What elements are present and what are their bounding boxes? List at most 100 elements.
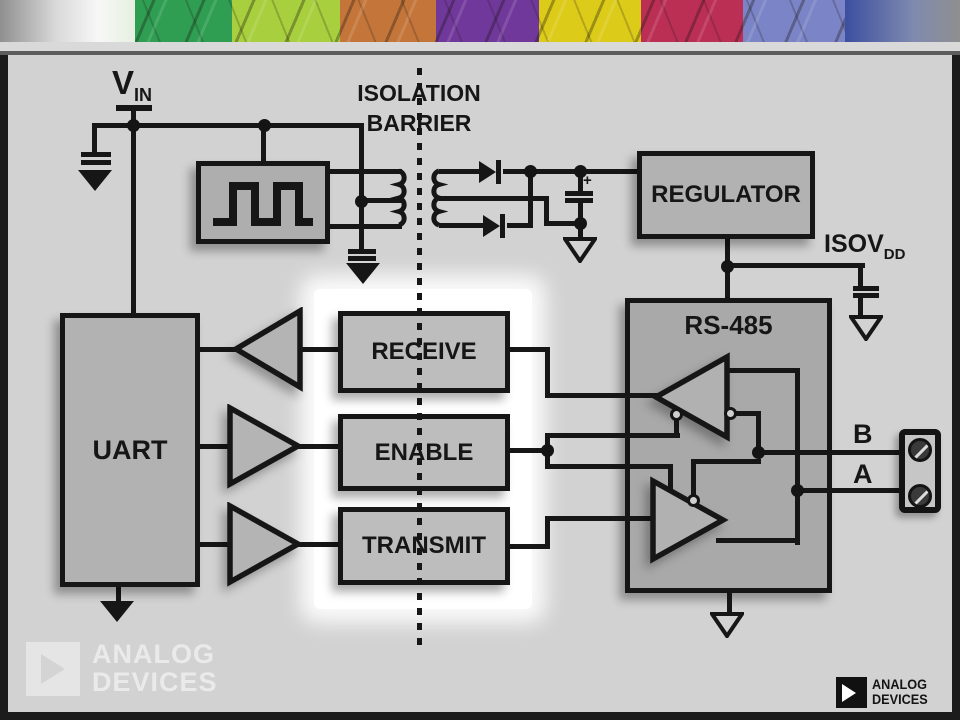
wire-segment [439,196,549,201]
junction-dot [524,165,537,178]
inverter-bubble-icon [670,408,683,421]
vin-pin-tick [116,105,152,111]
wire-segment [330,224,402,229]
wire-segment [727,593,732,613]
iso-ground-icon [563,237,597,263]
frame-left [0,55,8,720]
junction-dot [574,165,587,178]
wire-segment [439,223,487,228]
wire-segment [545,516,659,521]
wire-segment [359,123,364,251]
oscillator-block [196,161,330,244]
wire-segment [795,368,800,545]
junction-dot [574,217,587,230]
isolation-barrier-line1: ISOLATION [357,80,481,106]
wire-segment [200,542,234,547]
wire-segment [510,347,550,352]
inverter-bubble-icon [687,494,700,507]
receive-buffer-amplifier [230,307,303,392]
wire-segment [545,433,680,438]
wire-segment [578,223,583,239]
wire-segment [92,123,364,128]
transmit-block: TRANSMIT [338,507,510,585]
wire-segment [507,223,532,228]
wire-segment [545,349,550,397]
wire-segment [92,123,97,155]
enable-buffer-amplifier [227,404,304,489]
watermark-line1: ANALOG [92,639,215,669]
wire-segment [298,347,340,352]
isolation-barrier-line2: BARRIER [366,110,472,137]
wire-segment [691,459,696,497]
isovdd-capacitor-icon [853,286,879,291]
wire-segment [756,411,761,453]
frame-right [952,55,960,720]
vin-main: V [112,64,135,101]
wire-segment [668,464,673,490]
transformer-icon [389,168,448,228]
transmit-buffer-amplifier [227,502,304,587]
logo-line2: DEVICES [872,691,928,707]
rectifier-capacitor-icon [565,198,593,203]
watermark-logo-icon [26,641,80,696]
enable-label: ENABLE [374,438,474,466]
screw-terminal-a-icon [908,484,932,508]
bus-a-label: A [853,459,873,489]
wire-segment [544,196,549,226]
banner-divider-band [0,42,960,51]
isovdd-main: ISOV [824,230,884,258]
transmit-label: TRANSMIT [362,532,486,559]
banner-panel-green [135,0,232,42]
wire-segment [510,448,548,453]
screw-terminal-b-icon [908,438,932,462]
wire-segment [736,411,760,416]
frame-bottom [0,712,960,720]
wire-segment [330,169,402,174]
wire-segment [716,538,800,543]
banner-panel-yellow [539,0,641,42]
isovdd-capacitor-icon [853,293,879,298]
wire-segment [756,450,906,455]
wire-segment [578,201,583,225]
adi-triangle-icon [836,677,867,708]
wire-segment [439,169,483,174]
wire-segment [545,518,550,549]
receive-label: RECEIVE [371,338,477,365]
receive-block: RECEIVE [338,311,510,393]
junction-dot [752,446,765,459]
analog-devices-logo: ANALOG DEVICES [836,677,931,708]
rs485-label: RS-485 [684,310,773,340]
vin-sub: IN [134,85,153,105]
tap-capacitor-icon [348,249,376,254]
banner-sketch-art [135,0,845,42]
capacitor-polarity-mark: + [583,172,592,189]
wire-segment [674,420,679,437]
banner-divider-rule [0,51,960,55]
rs485-driver-amplifier [650,476,729,564]
wire-segment [510,544,550,549]
rectifier-diode-top-icon [479,160,501,184]
wire-segment [359,198,403,203]
iso-ground-icon [849,315,883,341]
wire-segment [691,459,761,464]
rs485-receiver-amplifier [650,352,730,442]
banner-panel-orange [340,0,436,42]
rectifier-capacitor-icon [565,191,593,196]
wire-segment [544,221,583,226]
logo-line1: ANALOG [872,677,927,693]
junction-dot [721,260,734,273]
enable-block: ENABLE [338,414,510,491]
wire-segment [545,464,673,469]
watermark-analog-devices: ANALOG DEVICES [26,639,218,696]
wire-segment [725,263,865,268]
wire-segment [725,368,799,373]
wire-segment [545,393,661,398]
regulator-block: REGULATOR [637,151,815,239]
isolation-barrier-label: ISOLATION BARRIER [330,78,508,139]
vin-label: VIN [112,64,153,105]
uart-label: UART [92,434,168,465]
junction-dot [355,195,368,208]
ground-icon [346,263,380,284]
tap-capacitor-icon [348,256,376,261]
